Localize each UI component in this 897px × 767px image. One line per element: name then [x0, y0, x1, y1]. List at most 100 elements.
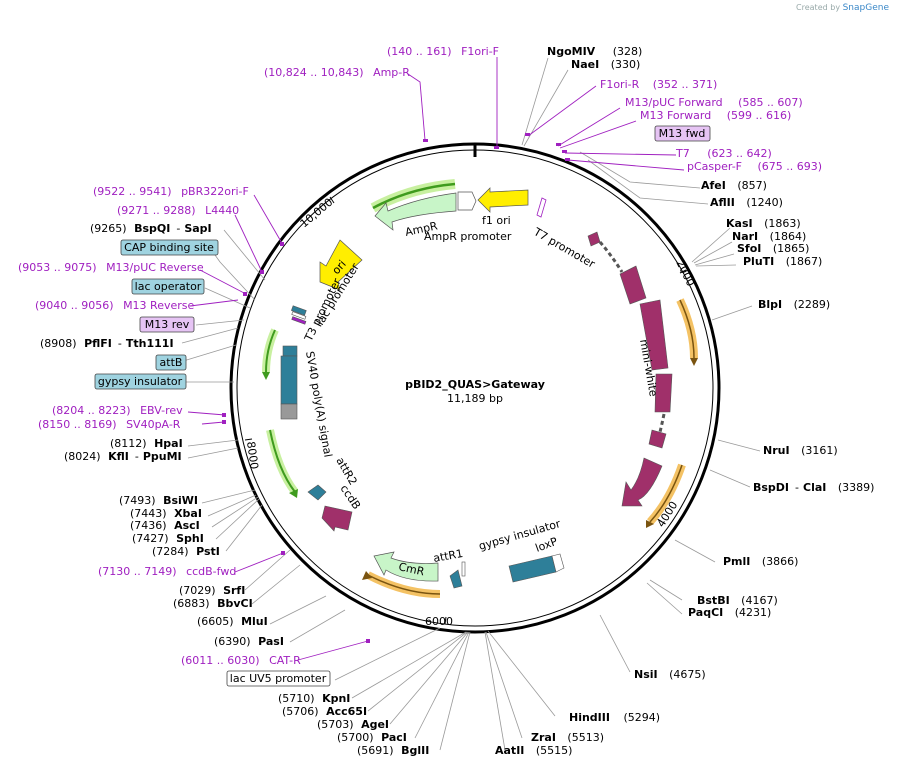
ampr-arc — [372, 182, 456, 210]
svg-text:M13 fwd: M13 fwd — [659, 127, 706, 140]
loxp-block — [551, 553, 565, 573]
svg-text:CAP binding site: CAP binding site — [124, 241, 214, 254]
svg-text:(7284) PstI: (7284) PstI — [152, 545, 220, 558]
svg-text:NruI (3161): NruI (3161) — [763, 444, 838, 457]
svg-text:(6011 .. 6030) CAT-R: (6011 .. 6030) CAT-R — [181, 654, 301, 667]
orf-arrowhead-1 — [690, 358, 698, 366]
svg-text:NarI (1864): NarI (1864) — [732, 230, 806, 243]
svg-text:ZraI (5513): ZraI (5513) — [531, 731, 604, 744]
green-arc-sv40 — [266, 429, 299, 495]
ampr-arrow — [374, 192, 457, 231]
svg-text:lac UV5 promoter: lac UV5 promoter — [230, 672, 327, 685]
svg-text:pCasper-F (675 .. 693): pCasper-F (675 .. 693) — [687, 160, 822, 173]
plasmid-name: pBID2_QUAS>Gateway — [405, 378, 545, 391]
svg-text:(9053 .. 9075) M13/pUC Reverse: (9053 .. 9075) M13/pUC Reverse — [18, 261, 204, 274]
label-loxp: loxP — [534, 535, 560, 555]
ruler-label-6000: 6000 — [425, 615, 453, 628]
ccdb-arrow — [321, 505, 353, 532]
label-ampr-promoter: AmpR promoter — [424, 230, 512, 243]
label-t7-promoter: T7 promoter — [531, 225, 598, 271]
svg-text:NgoMIV (328): NgoMIV (328) — [547, 45, 642, 58]
label-sv40: SV40 poly(A) signal — [303, 350, 334, 458]
svg-text:(7029) SrfI: (7029) SrfI — [179, 584, 245, 597]
f1-ori-arrow — [477, 187, 529, 213]
orf-arc-right-bottom — [649, 464, 683, 523]
green-arrowhead-1 — [262, 372, 270, 380]
attr1-arrow — [449, 569, 463, 589]
svg-text:(7427) SphI: (7427) SphI — [132, 532, 204, 545]
svg-text:(8908) PflFI-Tth111I: (8908) PflFI-Tth111I — [40, 337, 174, 350]
svg-text:(140 .. 161) F1ori-F: (140 .. 161) F1ori-F — [387, 45, 499, 58]
t7-promoter-block — [536, 197, 547, 218]
svg-text:AatII (5515): AatII (5515) — [495, 744, 572, 757]
svg-text:(8150 .. 8169) SV40pA-R: (8150 .. 8169) SV40pA-R — [38, 418, 181, 431]
primer-marks — [222, 133, 570, 643]
svg-text:(6883) BbvCI: (6883) BbvCI — [173, 597, 253, 610]
boxed-feature-m13-fwd: M13 fwd — [654, 125, 711, 142]
svg-text:(7493) BsiWI: (7493) BsiWI — [119, 494, 198, 507]
svg-text:(5706) Acc65I: (5706) Acc65I — [282, 705, 367, 718]
plasmid-size: 11,189 bp — [447, 392, 503, 405]
ruler-label-8000: 8000 — [244, 441, 261, 471]
primer-connectors — [187, 57, 685, 661]
label-cmr: CmR — [397, 560, 426, 578]
ampr-promoter-block — [457, 191, 477, 211]
sv40-block-teal — [282, 345, 298, 357]
svg-text:(9040 .. 9056) M13 Reverse: (9040 .. 9056) M13 Reverse — [35, 299, 194, 312]
svg-text:(9265) BspQI-SapI: (9265) BspQI-SapI — [90, 222, 212, 235]
svg-text:(5691) BglII: (5691) BglII — [357, 744, 429, 757]
orf-arrowhead-2 — [646, 520, 654, 528]
svg-text:(10,824 .. 10,843) Amp-R: (10,824 .. 10,843) Amp-R — [264, 66, 410, 79]
mini-white-introns — [598, 241, 666, 433]
ruler-ticks — [244, 196, 687, 625]
orf-halo-right-top — [676, 298, 698, 359]
svg-text:(7130 .. 7149) ccdB-fwd: (7130 .. 7149) ccdB-fwd — [98, 565, 236, 578]
label-attr1: attR1 — [432, 547, 464, 565]
svg-text:attB: attB — [160, 356, 183, 369]
svg-text:HindIII (5294): HindIII (5294) — [569, 711, 660, 724]
svg-text:BspDI-ClaI (3389): BspDI-ClaI (3389) — [753, 481, 874, 494]
boxed-feature-cap: CAP binding site — [120, 239, 219, 256]
svg-text:AfeI (857): AfeI (857) — [701, 179, 767, 192]
svg-text:(5700) PacI: (5700) PacI — [337, 731, 407, 744]
primer-labels: (140 .. 161) F1ori-F (10,824 .. 10,843) … — [18, 45, 822, 667]
svg-text:(7443) XbaI: (7443) XbaI — [130, 507, 202, 520]
svg-text:(8024) KflI-PpuMI: (8024) KflI-PpuMI — [64, 450, 182, 463]
svg-text:lac operator: lac operator — [135, 280, 202, 293]
snapgene-credit: Created by SnapGene — [796, 3, 889, 13]
green-arrowhead-2 — [289, 489, 298, 498]
gypsy-inner-block — [508, 555, 557, 583]
svg-text:(5703) AgeI: (5703) AgeI — [317, 718, 389, 731]
svg-text:M13 Forward (599 .. 616): M13 Forward (599 .. 616) — [640, 109, 791, 122]
svg-text:T7 (623 .. 642): T7 (623 .. 642) — [675, 147, 772, 160]
svg-text:(6605) MluI: (6605) MluI — [197, 615, 268, 628]
svg-text:BlpI (2289): BlpI (2289) — [758, 298, 830, 311]
svg-text:(7436) AscI: (7436) AscI — [130, 519, 200, 532]
mini-white-exons — [587, 231, 673, 507]
boxed-feature-m13-rev: M13 rev — [139, 316, 195, 333]
svg-text:PluTI (1867): PluTI (1867) — [743, 255, 822, 268]
label-ccdb: ccdB — [338, 482, 364, 511]
svg-text:(5710) KpnI: (5710) KpnI — [278, 692, 350, 705]
sv40-gray-block — [280, 403, 298, 420]
sv40-polyA-block — [280, 355, 298, 405]
svg-text:gypsy insulator: gypsy insulator — [98, 375, 183, 388]
svg-text:(9271 .. 9288) L4440: (9271 .. 9288) L4440 — [117, 204, 239, 217]
boxed-feature-gypsy: gypsy insulator — [94, 373, 187, 390]
attr1-ticks — [461, 561, 466, 577]
svg-text:NsiI (4675): NsiI (4675) — [634, 668, 706, 681]
svg-text:BstBI (4167): BstBI (4167) — [697, 594, 778, 607]
svg-text:M13/pUC Forward (585 .. 607): M13/pUC Forward (585 .. 607) — [625, 96, 803, 109]
label-t3-promoter: T3 promoter — [302, 276, 344, 344]
green-arc-sv40-core — [269, 429, 296, 493]
svg-text:PaqCI (4231): PaqCI (4231) — [688, 606, 771, 619]
svg-text:(8112) HpaI: (8112) HpaI — [110, 437, 183, 450]
cmr-arrow — [373, 551, 439, 582]
orf-arrowhead-3 — [362, 571, 372, 580]
label-f1-ori: f1 ori — [482, 214, 511, 227]
svg-text:M13 rev: M13 rev — [145, 318, 190, 331]
svg-text:PmlI (3866): PmlI (3866) — [723, 555, 798, 568]
orf-arc-right-top — [679, 299, 695, 359]
right-site-labels: NgoMIV (328) NaeI (330) AfeI (857) AflII… — [495, 45, 874, 757]
